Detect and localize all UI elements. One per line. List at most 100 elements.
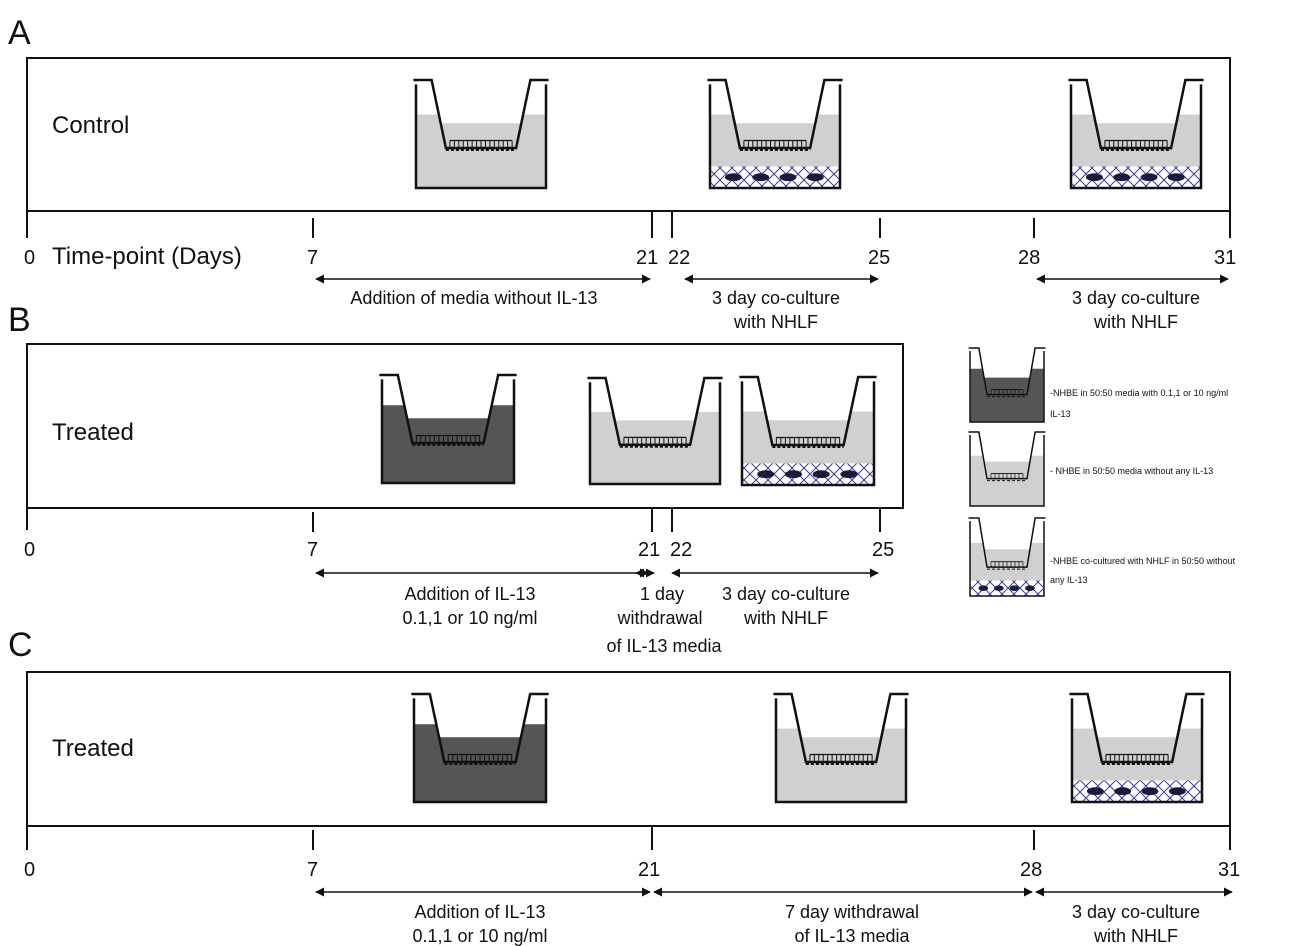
panel-a: A Control 0 Time-point (Days) 7 21 22 25…: [8, 14, 1236, 332]
insert-media: [984, 377, 1030, 395]
fibroblast-cell: [1086, 787, 1104, 796]
panel-a-condition-label: Control: [52, 112, 129, 139]
caption-a-coculture2-line1: 3 day co-culture: [1072, 288, 1200, 308]
fibroblast-cell: [752, 173, 770, 182]
caption-b-withdrawal-line2: withdrawal: [616, 608, 702, 628]
insert-outline: [773, 692, 909, 764]
insert-outline: [707, 78, 843, 150]
caption-a-media: Addition of media without IL-13: [350, 288, 597, 308]
legend-treated-text-line2: IL-13: [1050, 409, 1071, 419]
tick-label-c-21: 21: [638, 859, 660, 881]
caption-c-il13-line2: 0.1,1 or 10 ng/ml: [412, 926, 547, 946]
insert-media: [1095, 123, 1177, 149]
tick-label-a-22: 22: [668, 247, 690, 269]
insert-outline: [1068, 78, 1204, 150]
panel-letter-c: C: [8, 626, 33, 664]
tick-label-c-7: 7: [307, 859, 318, 881]
well-outline: [969, 434, 1045, 507]
tick-label-a-31: 31: [1214, 247, 1236, 269]
fibroblast-cell: [1140, 173, 1158, 182]
fibroblast-cell: [757, 470, 775, 479]
fibroblast-cell: [994, 585, 1004, 592]
tick-label-c-0: 0: [24, 859, 35, 881]
insert-outline: [411, 692, 549, 764]
fibroblast-cell: [1025, 585, 1035, 592]
well-outline: [969, 521, 1045, 597]
fibroblast-cell: [978, 585, 989, 592]
well-outline: [708, 84, 842, 190]
fibroblast-cell: [1085, 173, 1103, 182]
fibroblast-cell: [1141, 787, 1159, 796]
well-outline: [1070, 698, 1204, 804]
tick-label-c-28: 28: [1020, 859, 1042, 881]
fibroblast-cell: [1168, 787, 1186, 796]
culture-well-a1: [413, 78, 549, 190]
insert-outline: [968, 347, 1046, 396]
well-outline: [969, 350, 1045, 423]
well-outline: [740, 381, 876, 487]
panel-b-condition-label: Treated: [52, 419, 134, 446]
well-outline: [588, 382, 722, 486]
caption-b-withdrawal-line3: of IL-13 media: [606, 636, 722, 656]
legend-coculture-text-line2: any IL-13: [1050, 575, 1088, 585]
fibroblast-cell: [1009, 585, 1020, 592]
timeline-b-ticks: [312, 508, 881, 532]
tick-label-b-25: 25: [872, 539, 894, 561]
caption-b-il13-line1: Addition of IL-13: [404, 584, 535, 604]
fibroblast-hatch: [1073, 780, 1201, 802]
tick-label-a-21: 21: [636, 247, 658, 269]
fibroblast-cell: [812, 470, 830, 479]
fibroblast-cell: [806, 173, 824, 182]
well-outline: [1069, 84, 1203, 190]
well-outline: [412, 698, 548, 804]
tick-label-c-31: 31: [1218, 859, 1240, 881]
insert-media: [984, 549, 1030, 568]
insert-outline: [968, 431, 1046, 480]
tick-label-b-0: 0: [24, 539, 35, 561]
caption-c-withdrawal-line2: of IL-13 media: [794, 926, 910, 946]
culture-well-b3: [739, 375, 877, 487]
insert-media: [800, 737, 882, 763]
fibroblast-cell: [1167, 173, 1185, 182]
insert-media: [984, 461, 1030, 479]
caption-b-coculture-line2: with NHLF: [743, 608, 828, 628]
caption-b-withdrawal-line1: 1 day: [640, 584, 684, 604]
fibroblast-hatch: [743, 463, 873, 485]
tick-label-a-25: 25: [868, 247, 890, 269]
fibroblast-hatch: [711, 166, 839, 188]
insert-outline: [1069, 692, 1205, 764]
tick-label-a-28: 28: [1018, 247, 1040, 269]
well-outline: [380, 379, 516, 485]
tick-label-a-7: 7: [307, 247, 318, 269]
legend-plain-text-line1: - NHBE in 50:50 media without any IL-13: [1050, 466, 1213, 476]
insert-media: [734, 123, 816, 149]
legend-well-coculture: [968, 517, 1046, 597]
culture-well-c1: [411, 692, 549, 804]
panel-a-frame: [26, 57, 1231, 212]
insert-outline: [739, 375, 877, 447]
legend-coculture-text-line1: -NHBE co-cultured with NHLF in 50:50 wit…: [1050, 556, 1236, 566]
fibroblast-cell: [784, 470, 803, 479]
caption-c-il13-line1: Addition of IL-13: [414, 902, 545, 922]
axis-title-time-point: Time-point (Days): [52, 243, 242, 270]
fibroblast-cell: [779, 173, 797, 182]
caption-b-il13-line2: 0.1,1 or 10 ng/ml: [402, 608, 537, 628]
fibroblast-hatch: [1072, 166, 1200, 188]
culture-well-b2: [587, 376, 723, 486]
caption-b-coculture-line1: 3 day co-culture: [722, 584, 850, 604]
panel-c-condition-label: Treated: [52, 735, 134, 762]
culture-well-b1: [379, 373, 517, 485]
insert-media: [439, 737, 521, 763]
fibroblast-cell: [724, 173, 742, 182]
insert-media: [1096, 737, 1178, 763]
fibroblast-cell: [1113, 173, 1131, 182]
caption-c-coculture-line2: with NHLF: [1093, 926, 1178, 946]
legend-treated-text-line1: -NHBE in 50:50 media with 0.1,1 or 10 ng…: [1050, 388, 1228, 398]
caption-a-coculture-line2: with NHLF: [733, 312, 818, 332]
insert-outline: [587, 376, 723, 447]
fibroblast-hatch: [971, 580, 1043, 596]
panel-letter-a: A: [8, 14, 31, 52]
panel-letter-b: B: [8, 301, 31, 339]
timeline-a-ticks: [312, 211, 1035, 238]
